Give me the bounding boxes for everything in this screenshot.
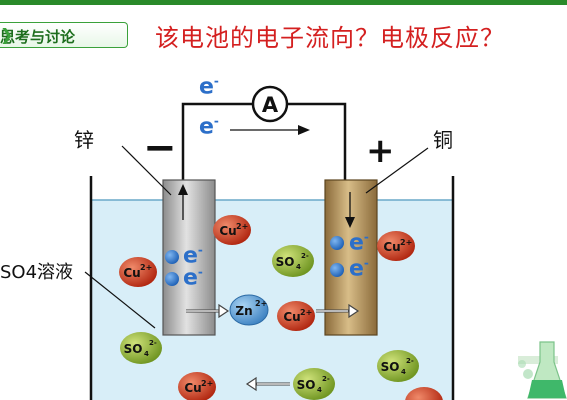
page-title: 该电池的电子流向？电极反应？ — [155, 24, 505, 52]
copper-electron-down-arrowhead — [345, 217, 355, 228]
cu-ion: Cu 2+ — [178, 372, 216, 400]
zinc-label: 锌 — [74, 128, 94, 152]
cu-ion: Cu 2+ — [277, 301, 315, 331]
svg-text:2+: 2+ — [400, 238, 412, 247]
cu-ion: Cu 2+ — [213, 215, 251, 245]
zinc-electron-up-arrowhead — [178, 184, 188, 195]
cu-ion: Cu 2+ — [377, 231, 415, 261]
svg-text:Zn: Zn — [235, 304, 252, 318]
so4-ion: SO 4 2- — [272, 245, 314, 277]
svg-text:Cu: Cu — [283, 310, 300, 324]
solution-label: SO4溶液 — [0, 262, 74, 283]
svg-text:2-: 2- — [322, 375, 330, 383]
svg-text:4: 4 — [401, 368, 406, 376]
top-green-bar — [0, 0, 567, 5]
svg-text:SO: SO — [297, 378, 316, 392]
svg-text:2-: 2- — [406, 357, 414, 365]
svg-text:Cu: Cu — [123, 266, 140, 280]
svg-text:4: 4 — [317, 386, 322, 394]
cu-ion-arrowhead — [348, 303, 360, 319]
chevron-icon: ❯ — [0, 25, 14, 44]
svg-text:SO: SO — [124, 342, 143, 356]
zn-ion: Zn 2+ — [229, 294, 269, 326]
electron-label: e- — [183, 243, 203, 269]
negative-terminal-sign: − — [143, 125, 177, 171]
svg-text:Cu: Cu — [184, 381, 201, 395]
so4-ion: SO 4 2- — [377, 350, 419, 382]
copper-label: 铜 — [433, 128, 453, 152]
so4-ion: SO 4 2- — [293, 368, 335, 400]
ammeter — [251, 85, 289, 123]
so4-ion-arrowhead — [245, 376, 257, 392]
so4-ion: SO 4 2- — [120, 332, 162, 364]
electron-label: e- — [199, 114, 219, 140]
svg-text:4: 4 — [144, 350, 149, 358]
svg-text:2+: 2+ — [236, 222, 248, 231]
solution-label-pointer — [84, 271, 156, 329]
electron-label: e- — [349, 230, 369, 256]
svg-text:Cu: Cu — [383, 240, 400, 254]
cu-ion: Cu 2+ — [119, 257, 157, 287]
electron-label: e- — [199, 74, 219, 100]
svg-text:Cu: Cu — [219, 224, 236, 238]
discussion-badge: 思考与讨论 ❯ — [0, 22, 128, 48]
svg-text:2+: 2+ — [255, 299, 267, 308]
electron-dot — [165, 272, 179, 286]
svg-text:2-: 2- — [149, 339, 157, 347]
electron-dot — [330, 263, 344, 277]
svg-text:SO: SO — [276, 255, 295, 269]
cu-ion-partial — [405, 387, 443, 400]
electron-label: e- — [349, 256, 369, 282]
ammeter-label: A — [262, 93, 279, 117]
electron-dot — [165, 250, 179, 264]
positive-terminal-sign: + — [366, 131, 395, 171]
svg-text:SO: SO — [381, 360, 400, 374]
badge-label: 思考与讨论 — [0, 28, 76, 46]
electron-dot — [330, 236, 344, 250]
svg-text:4: 4 — [296, 263, 301, 271]
zn-ion-arrowhead — [218, 303, 230, 319]
wire-electron-arrowhead — [298, 125, 310, 135]
copper-label-pointer — [365, 147, 429, 194]
copper-electrode — [324, 179, 378, 336]
zinc-electrode — [162, 179, 216, 336]
zinc-label-pointer — [121, 145, 172, 196]
svg-text:2+: 2+ — [201, 379, 213, 388]
electron-label: e- — [183, 265, 203, 291]
flask-icon — [518, 341, 567, 399]
svg-text:2+: 2+ — [140, 263, 152, 272]
svg-text:2-: 2- — [301, 252, 309, 260]
svg-text:2+: 2+ — [300, 308, 312, 317]
